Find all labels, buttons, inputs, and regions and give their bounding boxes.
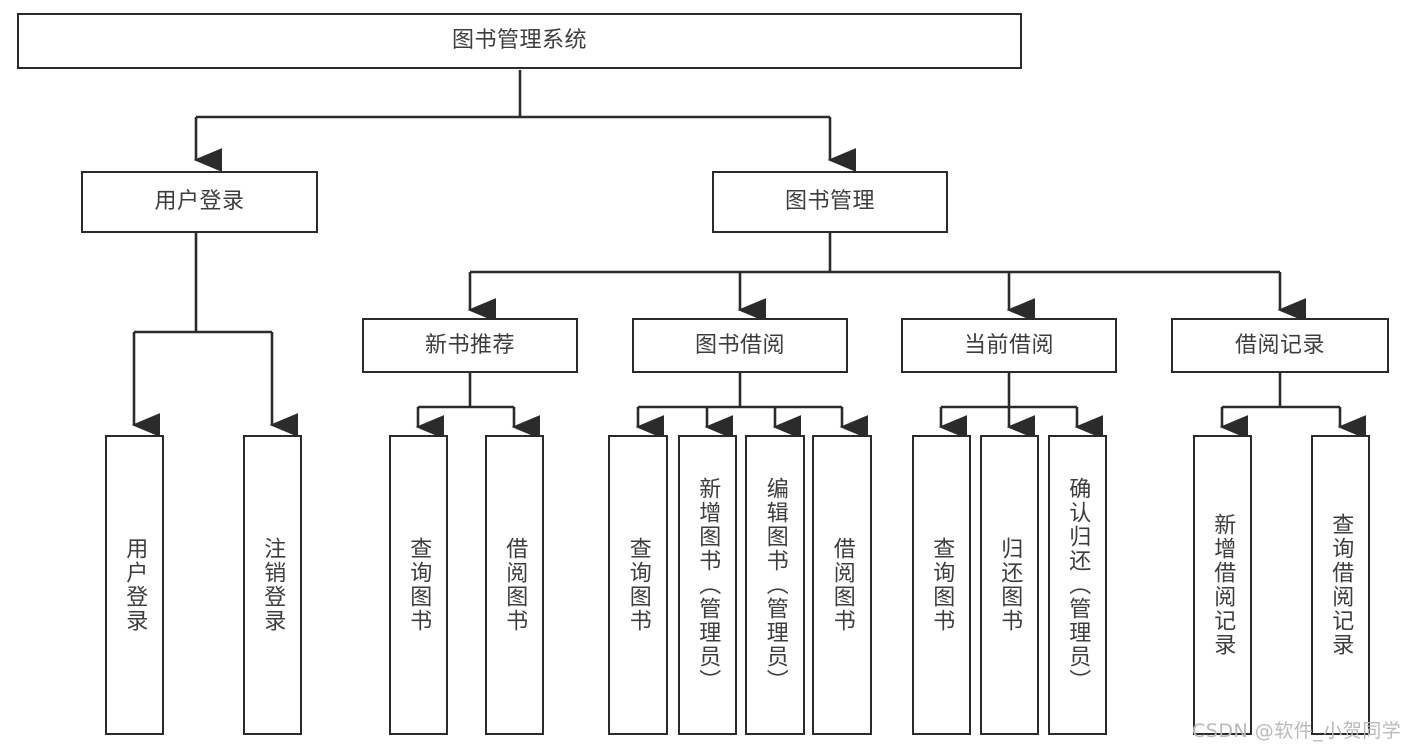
leaf-record-query-record[interactable]: 查询借阅记录	[1311, 435, 1370, 735]
node-label: 注销登录	[260, 537, 286, 633]
csdn-watermark: CSDN @软件_小贺同学	[1192, 720, 1402, 742]
leaf-current-return-book[interactable]: 归还图书	[980, 435, 1039, 735]
leaf-user-login-signout[interactable]: 注销登录	[243, 435, 302, 735]
node-label: 编辑图书（管理员）	[762, 477, 788, 693]
node-book-management[interactable]: 图书管理	[712, 171, 948, 233]
leaf-current-query-book[interactable]: 查询图书	[912, 435, 971, 735]
node-label: 用户登录	[154, 189, 245, 215]
leaf-borrow-borrow-book[interactable]: 借阅图书	[812, 435, 872, 735]
node-borrow-record[interactable]: 借阅记录	[1171, 318, 1389, 373]
leaf-current-confirm-return-admin[interactable]: 确认归还（管理员）	[1048, 435, 1107, 735]
node-label: 新增借阅记录	[1210, 513, 1236, 657]
node-label: 图书管理系统	[451, 28, 587, 54]
node-label: 归还图书	[997, 537, 1023, 633]
node-label: 查询图书	[929, 537, 955, 633]
leaf-recommend-borrow-book[interactable]: 借阅图书	[485, 435, 544, 735]
node-new-book-recommend[interactable]: 新书推荐	[362, 318, 578, 373]
node-label: 新增图书（管理员）	[695, 477, 721, 693]
leaf-recommend-query-book[interactable]: 查询图书	[389, 435, 448, 735]
node-root-system[interactable]: 图书管理系统	[17, 13, 1022, 69]
node-label: 新书推荐	[424, 332, 515, 358]
node-label: 查询借阅记录	[1328, 513, 1354, 657]
node-label: 借阅记录	[1234, 332, 1325, 358]
node-label: 查询图书	[406, 537, 432, 633]
leaf-borrow-query-book[interactable]: 查询图书	[608, 435, 668, 735]
leaf-borrow-edit-book-admin[interactable]: 编辑图书（管理员）	[745, 435, 805, 735]
node-label: 用户登录	[122, 537, 148, 633]
node-user-login[interactable]: 用户登录	[81, 171, 318, 233]
node-label: 借阅图书	[502, 537, 528, 633]
node-current-borrow[interactable]: 当前借阅	[901, 318, 1117, 373]
node-label: 图书借阅	[694, 332, 785, 358]
leaf-borrow-add-book-admin[interactable]: 新增图书（管理员）	[678, 435, 737, 735]
node-label: 确认归还（管理员）	[1065, 477, 1091, 693]
node-label: 借阅图书	[829, 537, 855, 633]
node-label: 当前借阅	[963, 332, 1054, 358]
node-label: 图书管理	[784, 189, 875, 215]
leaf-user-login-signin[interactable]: 用户登录	[105, 435, 164, 735]
node-book-borrow[interactable]: 图书借阅	[632, 318, 848, 373]
leaf-record-add-record[interactable]: 新增借阅记录	[1193, 435, 1252, 735]
node-label: 查询图书	[625, 537, 651, 633]
